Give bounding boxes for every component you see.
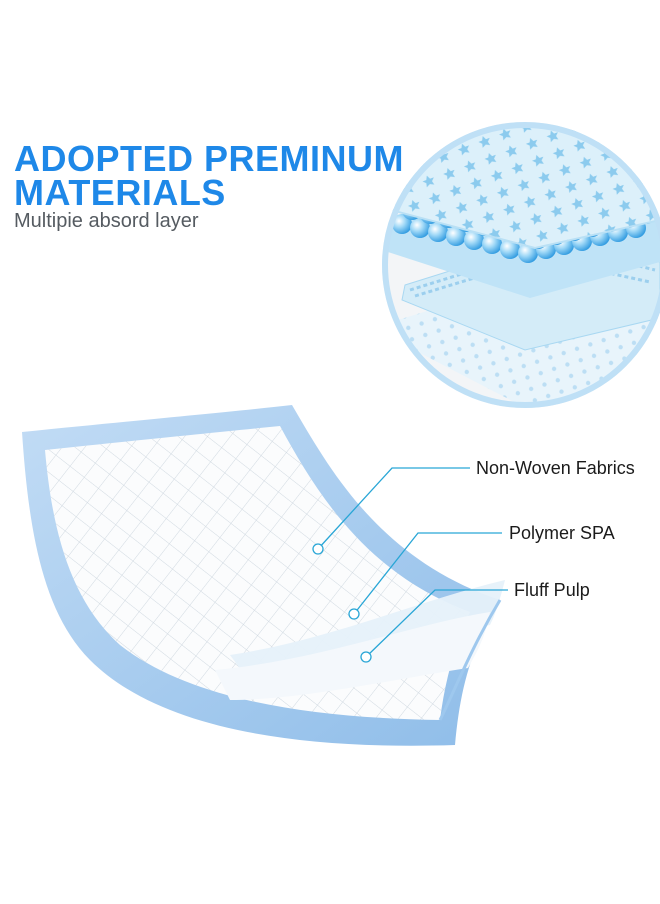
callout-leaders xyxy=(312,467,508,663)
leader-polymer xyxy=(353,532,502,615)
leader-non-woven xyxy=(317,467,470,550)
headline-line-1: ADOPTED PREMINUM xyxy=(14,138,405,179)
callout-polymer-spa: Polymer SPA xyxy=(509,523,615,543)
leader-fluff xyxy=(365,589,508,658)
subtitle: Multipie absord layer xyxy=(14,210,199,232)
callout-fluff-pulp: Fluff Pulp xyxy=(514,580,590,600)
headline: ADOPTED PREMINUM MATERIALS xyxy=(14,138,405,213)
layers-magnifier xyxy=(382,122,660,408)
callout-non-woven-fabrics: Non-Woven Fabrics xyxy=(476,458,635,478)
headline-line-2: MATERIALS xyxy=(14,172,226,213)
underpad-illustration xyxy=(22,405,505,746)
